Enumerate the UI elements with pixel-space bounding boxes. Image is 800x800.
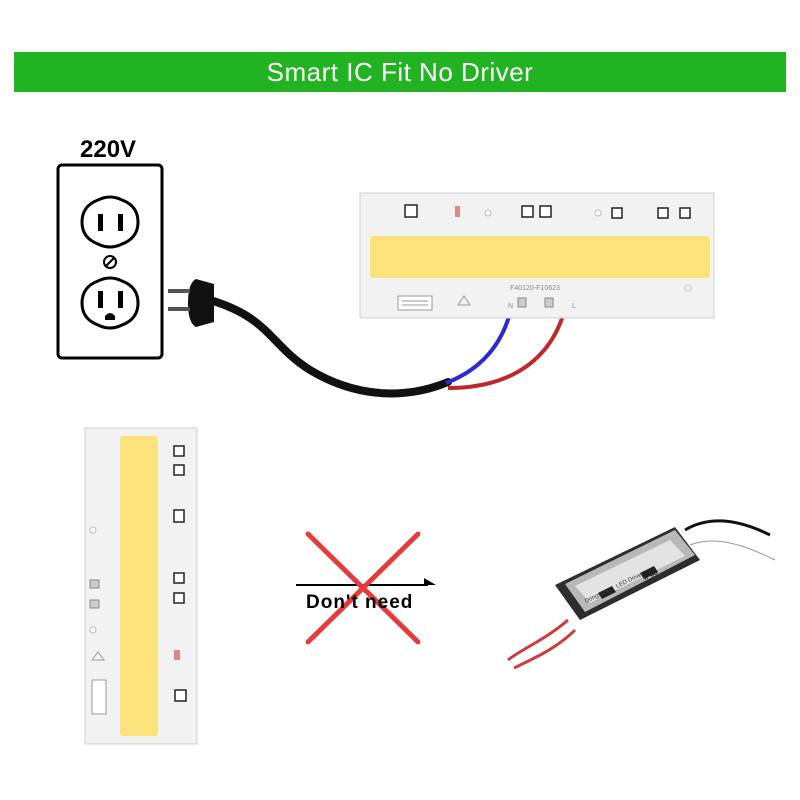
voltage-label: 220V	[80, 136, 137, 163]
live-wire	[447, 299, 569, 390]
led-driver: Dongseng LED Driver IP66	[507, 519, 776, 670]
dont-need-label: Don't need	[306, 592, 414, 613]
title-banner: Smart IC Fit No Driver	[14, 52, 786, 92]
terminal-l-label: L	[572, 303, 576, 310]
warning-icon	[457, 295, 471, 306]
chip-model-label: F40120-F10623	[510, 285, 560, 292]
plug-icon	[168, 279, 214, 327]
cob-chip-vertical	[84, 427, 198, 745]
power-cord	[206, 296, 452, 398]
terminal-n-label: N	[508, 303, 513, 310]
banner-title: Smart IC Fit No Driver	[266, 56, 534, 87]
cob-chip-horizontal: F40120-F10623 N L	[359, 192, 715, 319]
cross-icon	[305, 531, 421, 645]
outlet-icon	[56, 163, 164, 360]
